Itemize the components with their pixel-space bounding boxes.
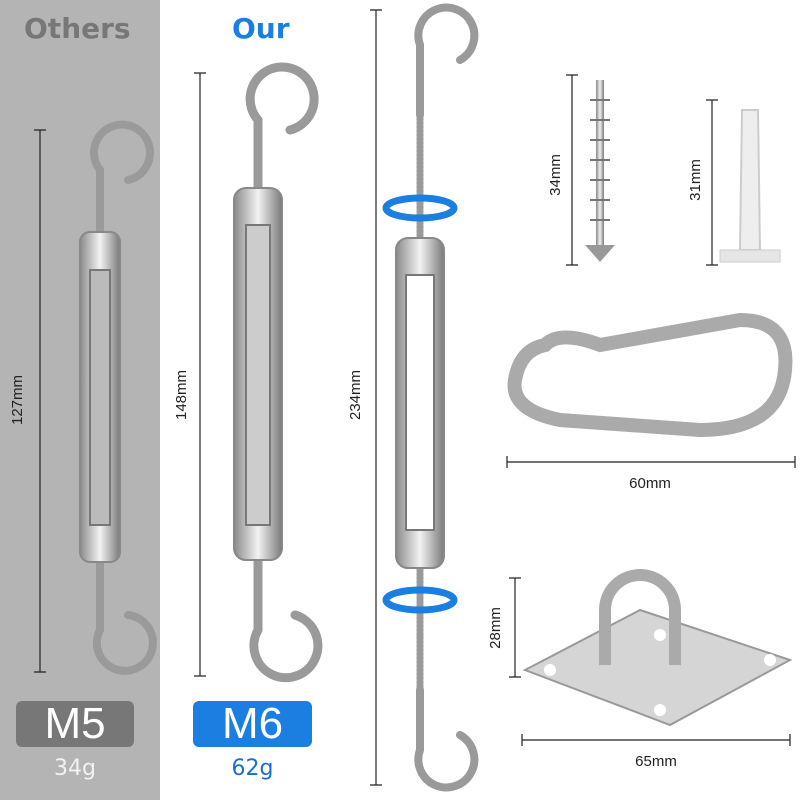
our-label: Our (232, 12, 290, 45)
dim-234: 234mm (347, 370, 364, 420)
dim-28: 28mm (487, 607, 504, 649)
carabiner (507, 312, 793, 438)
m6-badge: M6 (193, 701, 312, 747)
dim-65: 65mm (635, 753, 677, 770)
dim-148: 148mm (173, 370, 190, 420)
dim-34: 34mm (547, 154, 564, 196)
dim-31: 31mm (687, 159, 704, 201)
dim-127: 127mm (9, 375, 26, 425)
pad-eye (522, 569, 793, 727)
turnbuckle-m5 (79, 120, 157, 675)
m5-weight: 34g (54, 756, 96, 781)
rotate-arrow-icon (382, 194, 458, 614)
turnbuckle-m6 (233, 62, 323, 683)
dim-60: 60mm (629, 475, 671, 492)
wall-anchor (719, 109, 781, 263)
screw (585, 80, 615, 262)
turnbuckle-extended (395, 3, 479, 792)
m5-badge: M5 (16, 701, 134, 747)
others-label: Others (24, 12, 131, 45)
m6-weight: 62g (231, 756, 274, 781)
